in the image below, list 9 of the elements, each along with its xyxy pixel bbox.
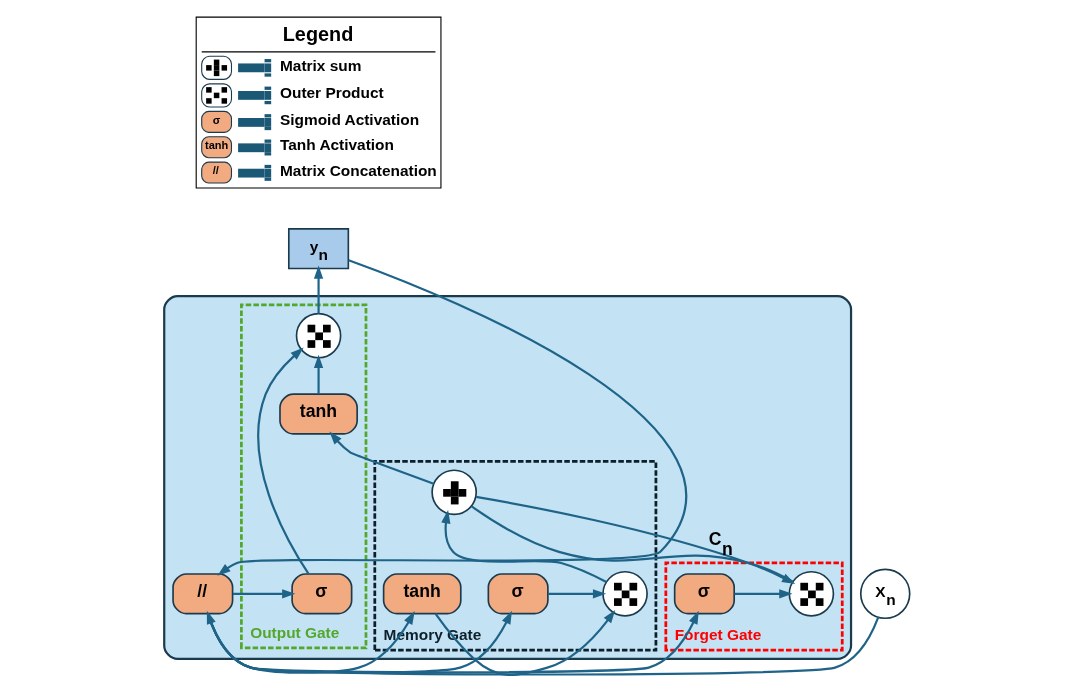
legend-label: Matrix Concatenation (279, 161, 437, 179)
label: tanh (205, 138, 229, 151)
label: Legend (282, 23, 354, 46)
label: σ (212, 113, 221, 126)
label: // (212, 164, 219, 177)
legend-label: Outer Product (279, 84, 384, 102)
legend-label: Tanh Activation (279, 136, 394, 154)
legend-label: Matrix sum (279, 56, 362, 74)
legend-label: Sigmoid Activation (279, 110, 420, 128)
